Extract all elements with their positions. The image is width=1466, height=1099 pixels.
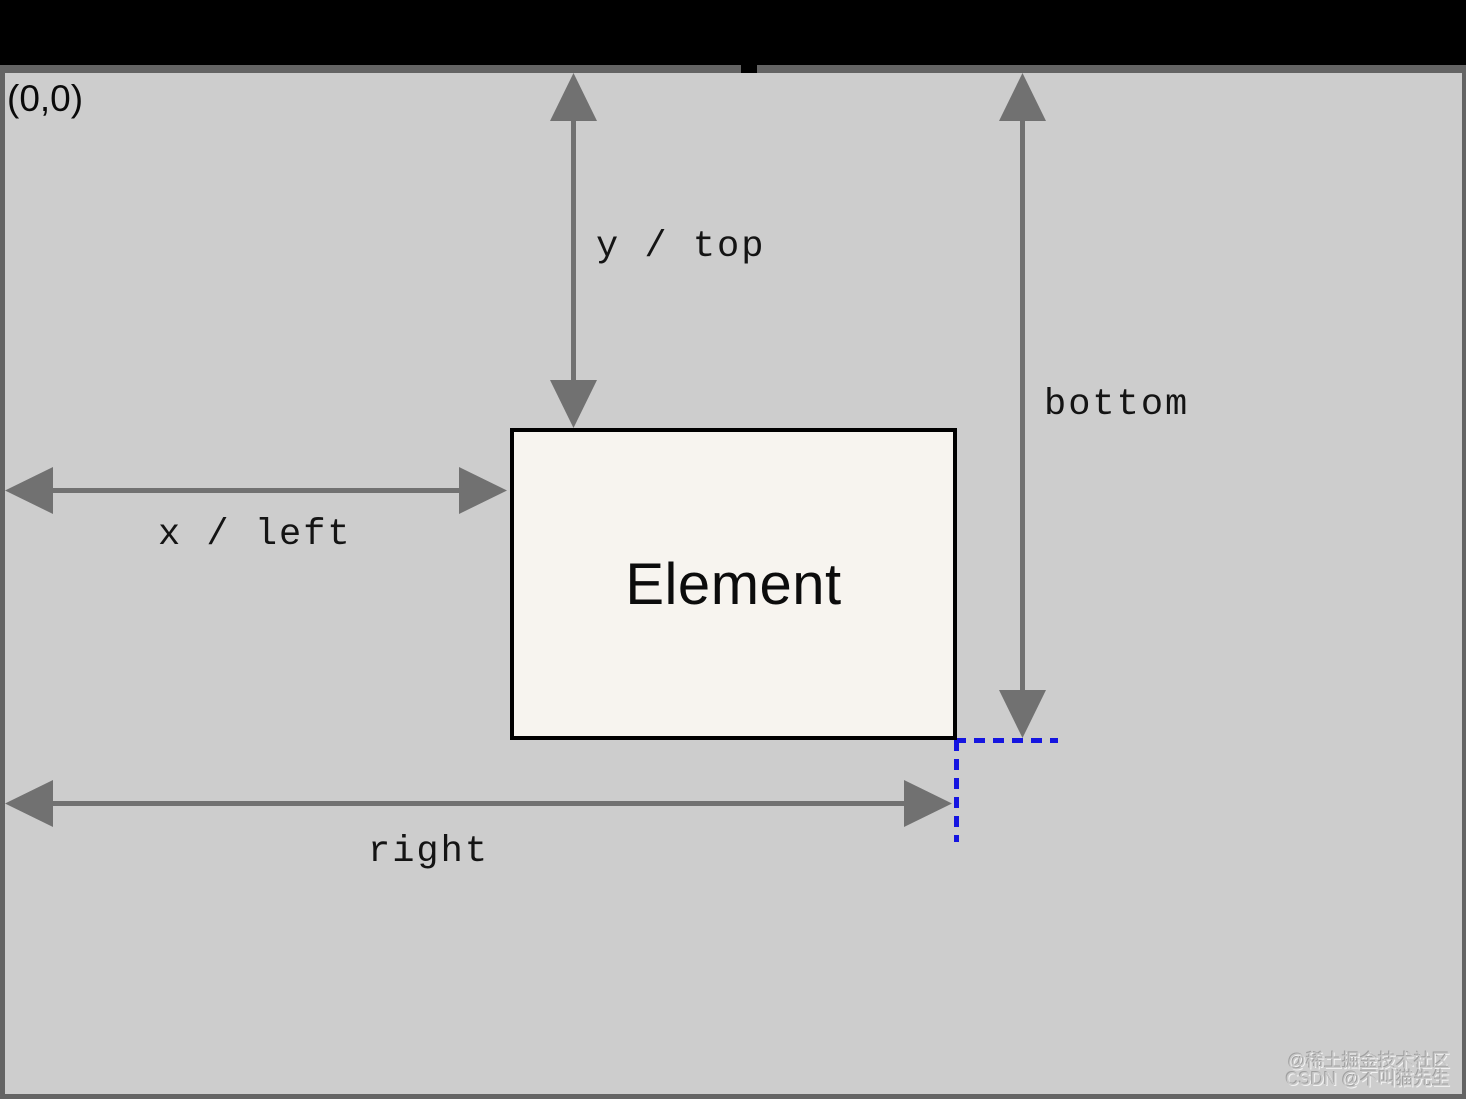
element-label: Element <box>625 551 842 617</box>
label-right: right <box>368 831 490 873</box>
letterbox-top-bar <box>0 0 1466 65</box>
watermark-line-1: @稀土掘金技术社区 <box>1287 1051 1450 1071</box>
label-x-left: x / left <box>158 514 352 556</box>
watermark-line-2: CSDN @不叫猫先生 <box>1285 1069 1450 1089</box>
watermark: @稀土掘金技术社区 CSDN @不叫猫先生 <box>1286 1052 1450 1088</box>
element-box: Element <box>510 428 957 740</box>
label-bottom: bottom <box>1044 384 1190 426</box>
cursor-notch <box>741 62 757 73</box>
label-y-top: y / top <box>596 226 766 268</box>
origin-label: (0,0) <box>7 78 84 119</box>
